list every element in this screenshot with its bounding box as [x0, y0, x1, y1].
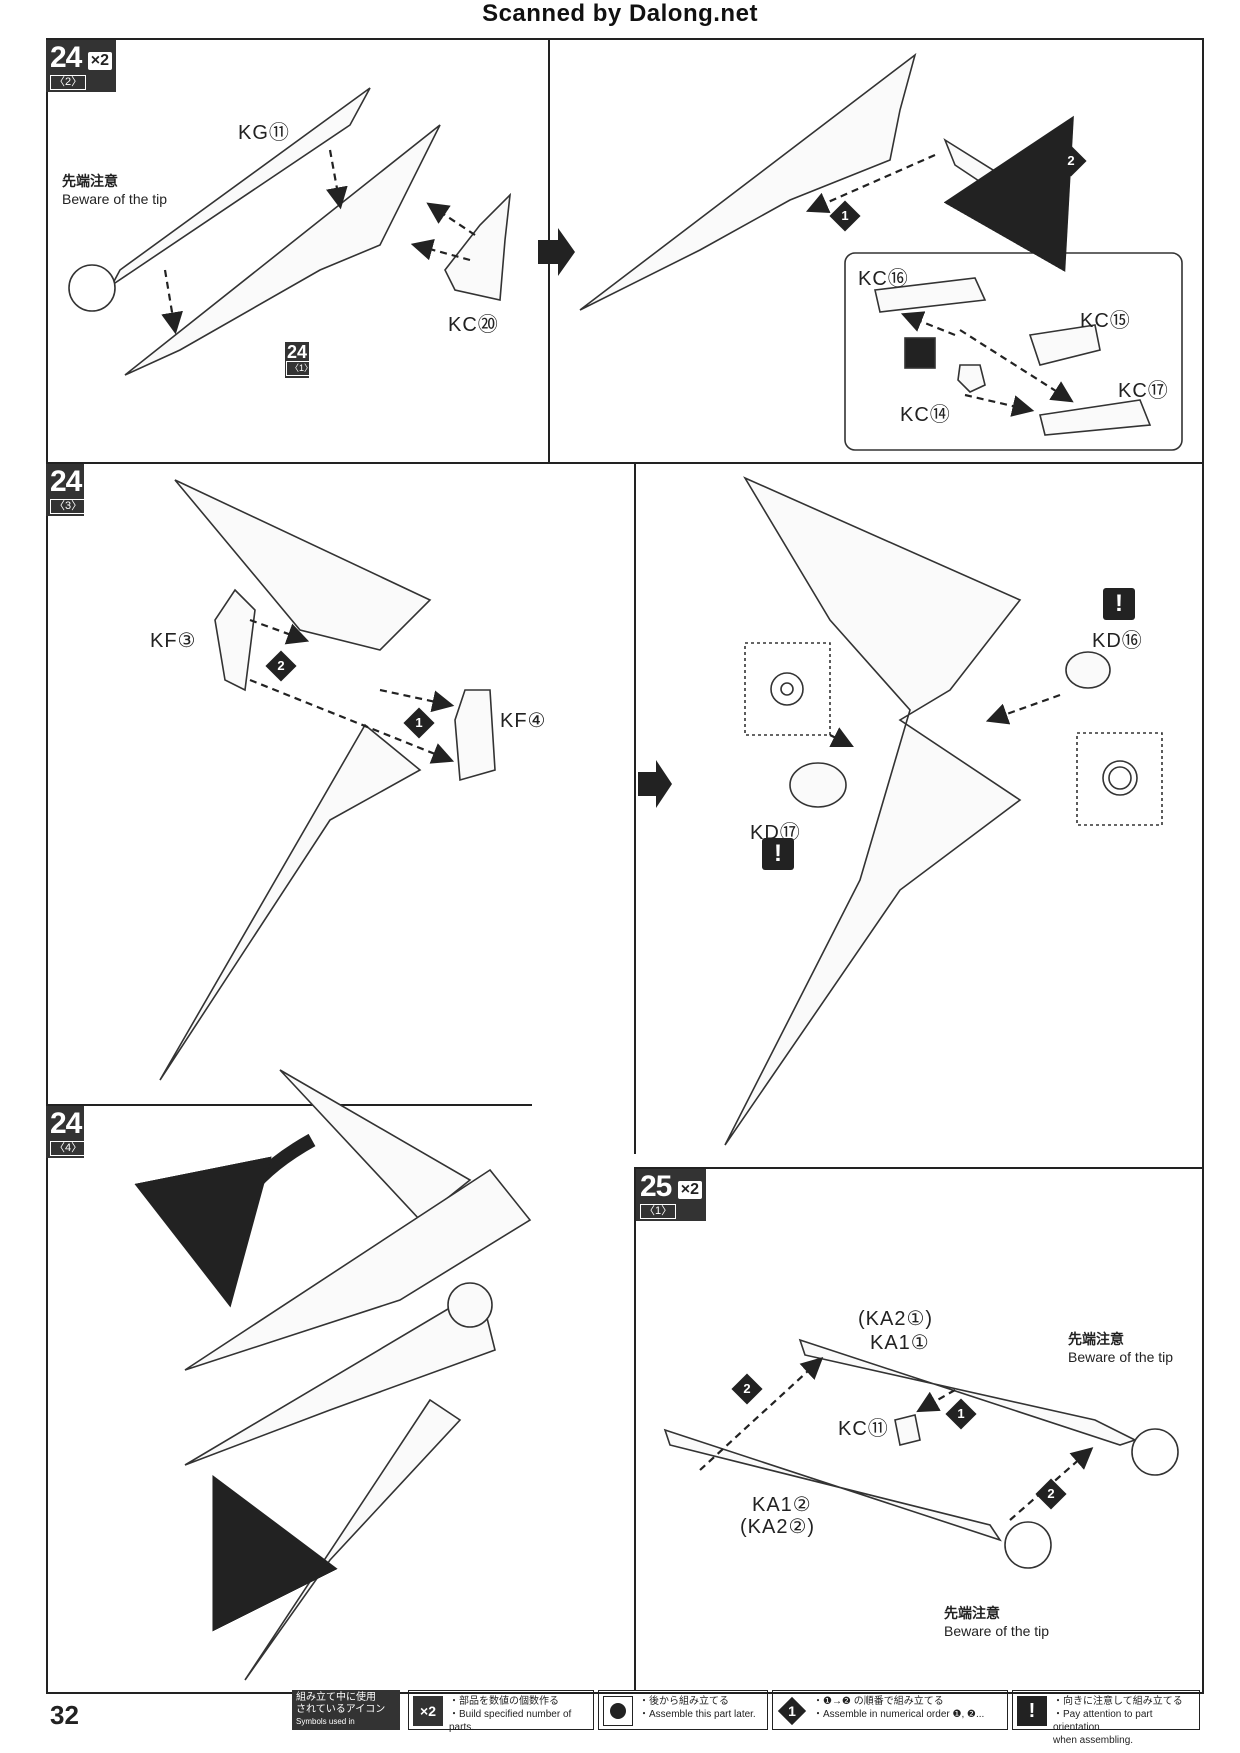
seq-step-2: 2	[731, 1373, 763, 1405]
folded-wing-lower	[184, 1288, 496, 1466]
caution-note: 先端注意 Beware of the tip	[62, 172, 167, 208]
upper-wing	[174, 479, 432, 651]
step-substep: 〈4〉	[50, 1141, 87, 1156]
orientation-warning-kd16: !	[1103, 588, 1135, 620]
step-substep: 〈2〉	[50, 75, 87, 90]
step-ref-substep: 〈1〉	[286, 361, 318, 376]
caution-jp: 先端注意	[1068, 1331, 1124, 1347]
step-number: 24	[50, 465, 82, 498]
step-number: 25	[640, 1170, 672, 1203]
part-kc17	[1039, 399, 1152, 436]
legend-item-orientation: ! ・向きに注意して組み立てる・Pay attention to part or…	[1012, 1690, 1200, 1746]
orientation-warning-icon: !	[1017, 1696, 1047, 1726]
legend-item-order: 1 ・❶→❷ の順番で組み立てる・Assemble in numerical o…	[772, 1690, 1008, 1730]
blade-assembly	[579, 52, 917, 311]
divider-row2-left-horizontal	[46, 1104, 532, 1106]
divider-bottom-vertical	[634, 1167, 636, 1690]
later-assembly-icon	[603, 1696, 633, 1726]
part-kc16	[874, 277, 987, 313]
part-label-kc11: KC⑪	[838, 1418, 889, 1440]
flow-arrow-right	[638, 760, 672, 808]
part-label-kd16: KD⑯	[1092, 630, 1143, 652]
part-kc11	[894, 1414, 921, 1446]
part-ka1-2	[663, 1428, 1002, 1542]
part-label-ka2-1: (KA2①)	[858, 1308, 934, 1330]
seq-step-2: 2	[1055, 145, 1087, 177]
step-substep: 〈3〉	[50, 499, 87, 514]
sequence-icon: 1	[777, 1696, 807, 1726]
part-label-ka1-2: KA1②	[752, 1494, 812, 1516]
tip-callout-circle	[68, 264, 116, 312]
lower-blade	[159, 723, 422, 1081]
legend-title: 組み立て中に使用 されているアイコン Symbols used in instr…	[292, 1690, 400, 1738]
seq-step-1: 1	[945, 1398, 977, 1430]
step-ref-24-1: 24 〈1〉	[285, 342, 318, 378]
part-ka1-1	[798, 1338, 1138, 1446]
step-badge-24-3: 24 〈3〉	[46, 464, 87, 516]
assembled-wing	[724, 476, 1022, 1146]
tip-callout-circle	[1004, 1521, 1052, 1569]
part-label-kc16: KC⑯	[858, 268, 909, 290]
caution-en: Beware of the tip	[1068, 1349, 1174, 1365]
orientation-warning-kd17: !	[762, 838, 794, 870]
part-label-kg11: KG⑪	[238, 122, 290, 144]
divider-row2-right-horizontal	[634, 1167, 1202, 1169]
seq-step-2: 2	[265, 650, 297, 682]
caution-note: 先端注意 Beware of the tip	[1068, 1330, 1173, 1366]
folded-wing-mid	[184, 1168, 532, 1371]
part-label-ka2-2: (KA2②)	[740, 1516, 816, 1538]
caution-jp: 先端注意	[62, 173, 118, 189]
legend-item-multiply: ×2 ・部品を数値の個数作る・Build specified number of…	[408, 1690, 594, 1733]
multiplier-x2: ×2	[677, 1181, 702, 1199]
step-number: 24	[50, 41, 82, 74]
step-badge-25-1: 25 〈1〉 ×2	[636, 1169, 706, 1221]
flow-arrow-right	[538, 228, 575, 276]
step-badge-24-4: 24 〈4〉	[46, 1106, 87, 1158]
part-kf4	[454, 689, 496, 782]
legend-item-later: ・後から組み立てる・Assemble this part later.	[598, 1690, 768, 1730]
part-kc20	[444, 192, 512, 301]
later-assembly-marker	[904, 337, 936, 369]
part-kd16	[1065, 651, 1111, 689]
part-kc14	[957, 364, 986, 393]
part-label-kc14: KC⑭	[900, 404, 951, 426]
multiply-icon: ×2	[413, 1696, 443, 1726]
part-label-ka1-1: KA1①	[870, 1332, 930, 1354]
part-label-kc15: KC⑮	[1080, 310, 1131, 332]
folded-blade	[244, 1398, 462, 1681]
multiplier-x2: ×2	[87, 52, 112, 70]
caution-note: 先端注意 Beware of the tip	[944, 1604, 1049, 1640]
seq-step-2: 2	[1035, 1478, 1067, 1510]
part-kf3	[214, 588, 256, 692]
part-kc15	[1028, 324, 1101, 366]
scan-credit: Scanned by Dalong.net	[482, 0, 758, 27]
step-ref-number: 24	[287, 342, 308, 362]
part-label-kf3: KF③	[150, 630, 197, 652]
arm-part	[943, 138, 1047, 216]
divider-mid-vertical	[634, 464, 636, 1154]
part-label-kf4: KF④	[500, 710, 547, 732]
page-number: 32	[50, 1700, 79, 1730]
part-kd17	[789, 762, 847, 808]
seq-step-1: 1	[829, 200, 861, 232]
tip-callout-circle	[1131, 1428, 1179, 1476]
seq-step-1: 1	[403, 707, 435, 739]
step-number: 24	[50, 1107, 82, 1140]
caution-en: Beware of the tip	[944, 1623, 1050, 1639]
caution-en: Beware of the tip	[62, 191, 168, 207]
divider-row1-horizontal	[46, 462, 1202, 464]
step-substep: 〈1〉	[640, 1204, 677, 1219]
part-label-kc20: KC⑳	[448, 314, 499, 336]
caution-jp: 先端注意	[944, 1605, 1000, 1621]
step-badge-24-2: 24 〈2〉 ×2	[46, 40, 116, 92]
part-label-kc17: KC⑰	[1118, 380, 1169, 402]
